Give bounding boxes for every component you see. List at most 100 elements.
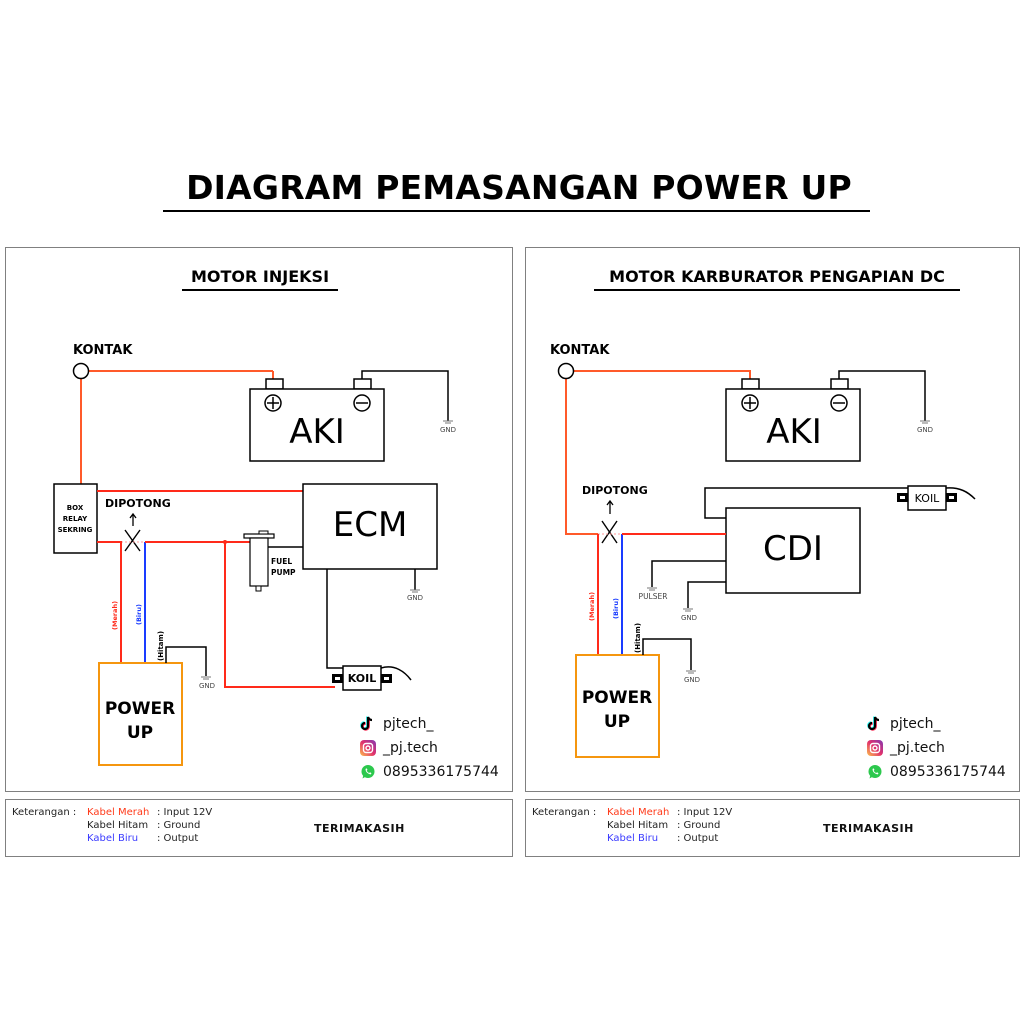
arrow-up-icon: [606, 499, 614, 514]
whatsapp-icon: [359, 763, 377, 781]
tiktok-icon: [866, 715, 884, 733]
legend-name: Kabel Biru: [87, 833, 139, 844]
legend-row: Kabel Biru: Output: [607, 833, 718, 844]
legend-name: Kabel Merah: [607, 807, 670, 818]
legend-row: Kabel Merah : Input 12V: [607, 807, 732, 818]
legend-name: Kabel Merah: [87, 807, 150, 818]
instagram-handle: _pj.tech: [890, 740, 945, 756]
power-up-line-1: POWER: [105, 699, 175, 719]
fuel-pump-line-1: FUEL: [271, 557, 292, 566]
wire-aki-ground: [361, 370, 449, 421]
wire-label-biru: (Biru): [612, 598, 620, 619]
panel-title: MOTOR INJEKSI: [191, 267, 329, 286]
wire-kontak-down: [565, 378, 598, 535]
wire-label-merah: (Merah): [111, 601, 119, 630]
wire-ecm-to-koil: [326, 569, 343, 669]
kontak-label: KONTAK: [73, 343, 133, 358]
ground-icon: [683, 608, 693, 612]
wire-label-hitam: (Hitam): [157, 631, 165, 661]
ground-icon: [920, 420, 930, 424]
cut-mark-icon: [124, 529, 141, 552]
legend-row: Kabel Hitam : Ground: [87, 820, 200, 831]
whatsapp-link[interactable]: 0895336175744: [866, 760, 1006, 784]
minus-icon: [353, 394, 371, 412]
legend-left: Keterangan : Kabel Merah : Input 12V Kabe…: [5, 799, 513, 857]
ground-icon: [410, 589, 420, 593]
tiktok-link[interactable]: pjtech_: [359, 712, 499, 736]
minus-icon: [830, 394, 848, 412]
wire-cdi-pulser: [651, 560, 726, 587]
legend-name: Kabel Hitam: [607, 820, 669, 831]
arrow-up-icon: [129, 512, 137, 526]
legend-row: Kabel Hitam : Ground: [607, 820, 720, 831]
koil-label: KOIL: [915, 492, 941, 505]
cdi-label: CDI: [763, 529, 823, 569]
kontak-switch[interactable]: [72, 362, 90, 380]
page-title: DIAGRAM PEMASANGAN POWER UP: [186, 168, 852, 207]
legend-heading: Keterangan :: [12, 807, 77, 818]
tiktok-link[interactable]: pjtech_: [866, 712, 1006, 736]
legend-row: Kabel Biru : Output: [87, 833, 198, 844]
legend-name: Kabel Hitam: [87, 820, 149, 831]
koil-unit: [332, 665, 412, 691]
tiktok-handle: pjtech_: [890, 716, 941, 732]
aki-terminal-plus: [741, 378, 760, 390]
tiktok-icon: [359, 715, 377, 733]
legend-desc: : Ground: [677, 820, 721, 831]
fuel-pump: [243, 530, 275, 592]
legend-desc: : Output: [157, 833, 199, 844]
kontak-label: KONTAK: [550, 343, 610, 358]
legend-desc: : Input 12V: [157, 807, 213, 818]
ground-icon: [443, 420, 453, 424]
thanks-text: TERIMAKASIH: [823, 822, 914, 835]
box-relay-line-2: RELAY: [63, 515, 88, 523]
power-up-module: [98, 662, 183, 766]
legend-name: Kabel Biru: [607, 833, 659, 844]
thanks-text: TERIMAKASIH: [314, 822, 405, 835]
gnd-label: GND: [440, 426, 456, 434]
wire-aki-ground: [838, 370, 926, 421]
wire-hitam-ground: [642, 638, 692, 670]
legend-desc: : Input 12V: [677, 807, 733, 818]
instagram-link[interactable]: _pj.tech: [866, 736, 1006, 760]
legend-right: Keterangan : Kabel Merah : Input 12V Kabe…: [525, 799, 1020, 857]
title-underline: [163, 210, 870, 212]
gnd-label: GND: [199, 682, 215, 690]
instagram-link[interactable]: _pj.tech: [359, 736, 499, 760]
power-up-line-2: UP: [604, 712, 630, 732]
cut-mark-icon: [601, 520, 618, 544]
koil-unit: [897, 485, 976, 511]
gnd-label: GND: [681, 614, 697, 622]
box-relay-line-3: SEKRING: [58, 526, 93, 534]
box-relay-line-1: BOX: [67, 504, 84, 512]
fuel-pump-line-2: PUMP: [271, 568, 296, 577]
social-links-right: pjtech_ _pj.tech 0895336175744: [866, 712, 1006, 784]
kontak-switch[interactable]: [557, 362, 575, 380]
gnd-label: GND: [407, 594, 423, 602]
legend-desc: : Ground: [157, 820, 201, 831]
instagram-icon: [359, 739, 377, 757]
wire-label-hitam: (Hitam): [634, 623, 642, 653]
wire-hitam-ground: [165, 646, 207, 676]
legend-row: Kabel Merah : Input 12V: [87, 807, 212, 818]
dipotong-label: DIPOTONG: [105, 497, 171, 510]
plus-icon: [264, 394, 282, 412]
power-up-line-2: UP: [127, 723, 153, 743]
whatsapp-number: 0895336175744: [383, 764, 499, 780]
power-up-module: [575, 654, 660, 758]
dipotong-label: DIPOTONG: [582, 484, 648, 497]
legend-heading: Keterangan :: [532, 807, 597, 818]
koil-label: KOIL: [348, 672, 376, 685]
pulser-label: PULSER: [639, 592, 668, 601]
aki-terminal-minus: [830, 378, 849, 390]
whatsapp-link[interactable]: 0895336175744: [359, 760, 499, 784]
diagram-motor-karburator: MOTOR KARBURATOR PENGAPIAN DC KONTAK AKI…: [550, 267, 976, 758]
ground-icon: [201, 676, 211, 680]
ground-icon: [647, 587, 657, 591]
wire-label-merah: (Merah): [588, 592, 596, 621]
social-links-left: pjtech_ _pj.tech 0895336175744: [359, 712, 499, 784]
aki-label: AKI: [289, 412, 345, 452]
whatsapp-number: 0895336175744: [890, 764, 1006, 780]
wire-label-biru: (Biru): [135, 604, 143, 625]
plus-icon: [741, 394, 759, 412]
